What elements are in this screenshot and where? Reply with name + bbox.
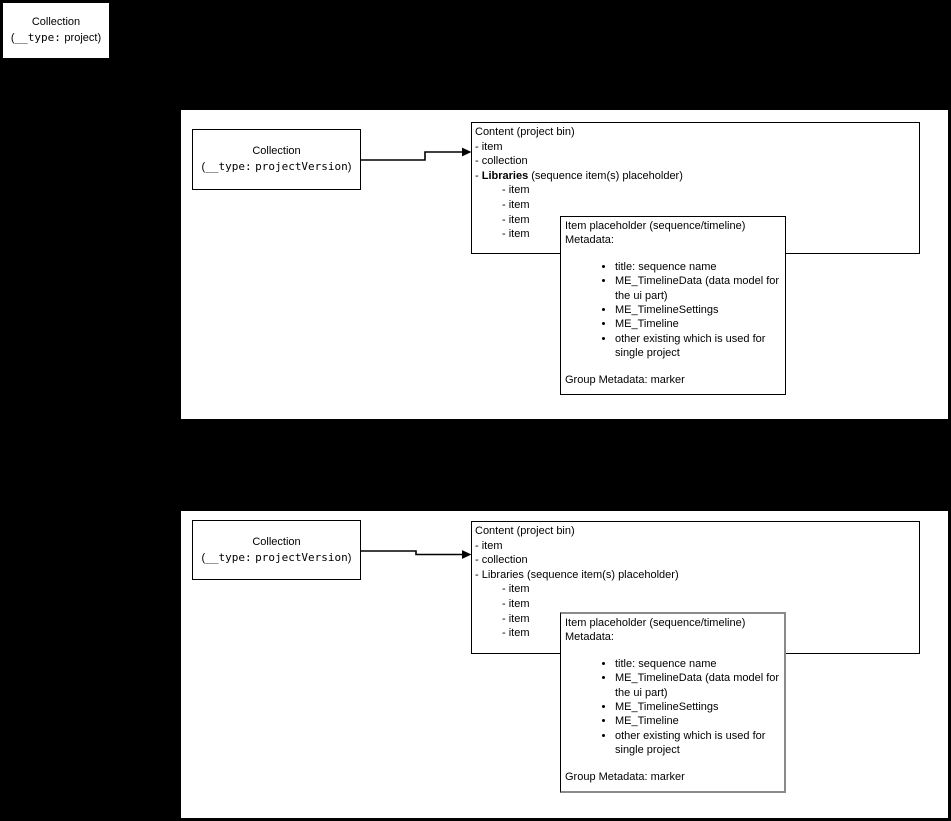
content-libraries-line: - Libraries (sequence item(s) placeholde…	[475, 169, 683, 182]
node-title: Collection	[31, 16, 81, 28]
content-sub-item: - item	[502, 213, 530, 226]
metadata-item: ME_Timeline	[615, 714, 780, 728]
content-item: - collection	[475, 554, 528, 567]
placeholder-metadata-label: Metadata:	[565, 631, 614, 644]
metadata-item: ME_TimelineData (data model for the ui p…	[615, 274, 781, 303]
diagram-panel-version-2: Collection (__type:projectVersion) Conte…	[181, 511, 948, 818]
content-sub-item: - item	[502, 184, 530, 197]
metadata-list: title: sequence name ME_TimelineData (da…	[565, 260, 781, 361]
node-title: Collection	[252, 535, 301, 548]
node-subtitle: (__type:projectVersion)	[201, 160, 352, 173]
metadata-list: title: sequence name ME_TimelineData (da…	[565, 657, 780, 758]
node-title: Collection	[252, 145, 301, 157]
diagram-panel-version-1: Collection (__type:projectVersion) Conte…	[181, 110, 948, 419]
content-sub-item: - item	[502, 627, 530, 640]
metadata-item: ME_Timeline	[615, 317, 781, 331]
content-sub-item: - item	[502, 597, 530, 610]
placeholder-title: Item placeholder (sequence/timeline)	[565, 617, 746, 629]
content-sub-item: - item	[502, 228, 530, 241]
node-subtitle: (__type:projectVersion)	[201, 550, 352, 564]
placeholder-footer: Group Metadata: marker	[565, 770, 685, 783]
metadata-item: title: sequence name	[615, 260, 781, 274]
placeholder-metadata-label: Metadata:	[565, 234, 614, 247]
content-sub-item: - item	[502, 583, 530, 596]
content-title: Content (project bin)	[475, 525, 575, 537]
content-title: Content (project bin)	[475, 126, 575, 138]
node-collection-projectversion[interactable]: Collection (__type:projectVersion)	[192, 520, 361, 580]
content-libraries-line: - Libraries (sequence item(s) placeholde…	[475, 568, 679, 581]
metadata-item: ME_TimelineData (data model for the ui p…	[615, 671, 780, 700]
node-item-placeholder[interactable]: Item placeholder (sequence/timeline) Met…	[560, 612, 786, 793]
content-item: - item	[475, 539, 503, 552]
node-item-placeholder[interactable]: Item placeholder (sequence/timeline) Met…	[560, 216, 786, 395]
metadata-item: ME_TimelineSettings	[615, 303, 781, 317]
content-item: - item	[475, 140, 503, 153]
content-sub-item: - item	[502, 198, 530, 211]
metadata-item: other existing which is used for single …	[615, 729, 780, 758]
metadata-item: title: sequence name	[615, 657, 780, 671]
content-item: - collection	[475, 155, 528, 168]
libraries-label: Libraries	[481, 169, 529, 182]
node-collection-project[interactable]: Collection (__type:project)	[2, 2, 110, 59]
node-collection-projectversion[interactable]: Collection (__type:projectVersion)	[192, 129, 361, 190]
libraries-label: Libraries	[481, 568, 524, 581]
placeholder-footer: Group Metadata: marker	[565, 373, 685, 386]
placeholder-title: Item placeholder (sequence/timeline)	[565, 220, 746, 232]
metadata-item: ME_TimelineSettings	[615, 700, 780, 714]
metadata-item: other existing which is used for single …	[615, 332, 781, 361]
content-sub-item: - item	[502, 612, 530, 625]
node-subtitle: (__type:project)	[10, 31, 102, 44]
